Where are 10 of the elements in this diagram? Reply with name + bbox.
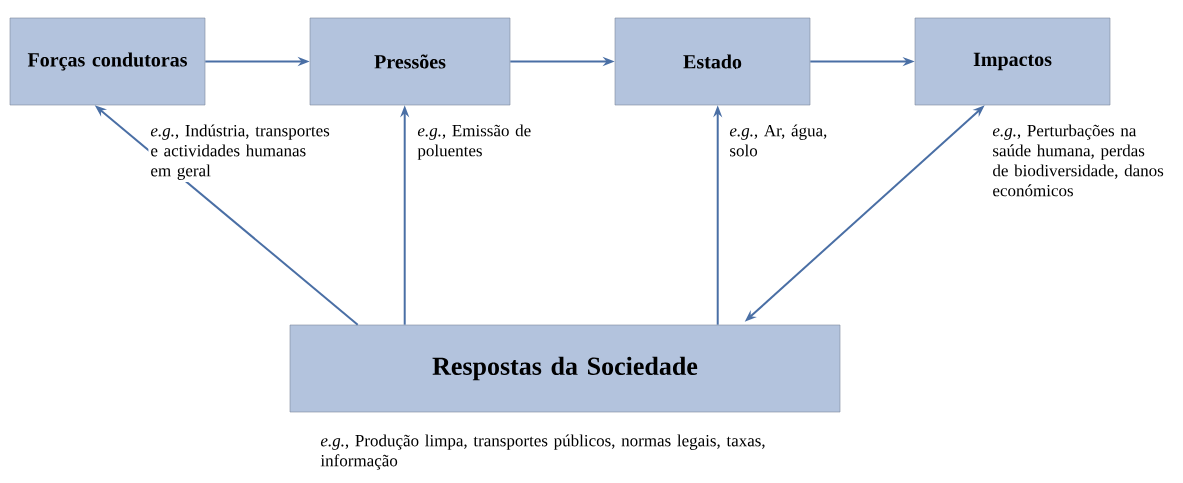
example-text: e.g., Indústria, transportes e actividades humanas em geral [150, 124, 330, 180]
example-text: e.g., Ar, água, solo [729, 124, 827, 157]
box: Forças condutoras [9, 17, 206, 106]
example-text: e.g., Emissão de poluentes [417, 124, 531, 160]
example-text: e.g., Perturbações na saúde humana, perdas de biodiversidade, danos económicos [992, 124, 1164, 197]
box: Impactos [914, 17, 1111, 106]
box: Respostas da Sociedade [289, 324, 841, 413]
example-text: e.g., Produção limpa, transportes públicos, normas legais, taxas, informação [320, 434, 765, 470]
box: Pressões [309, 17, 511, 106]
box: Estado [614, 17, 811, 106]
